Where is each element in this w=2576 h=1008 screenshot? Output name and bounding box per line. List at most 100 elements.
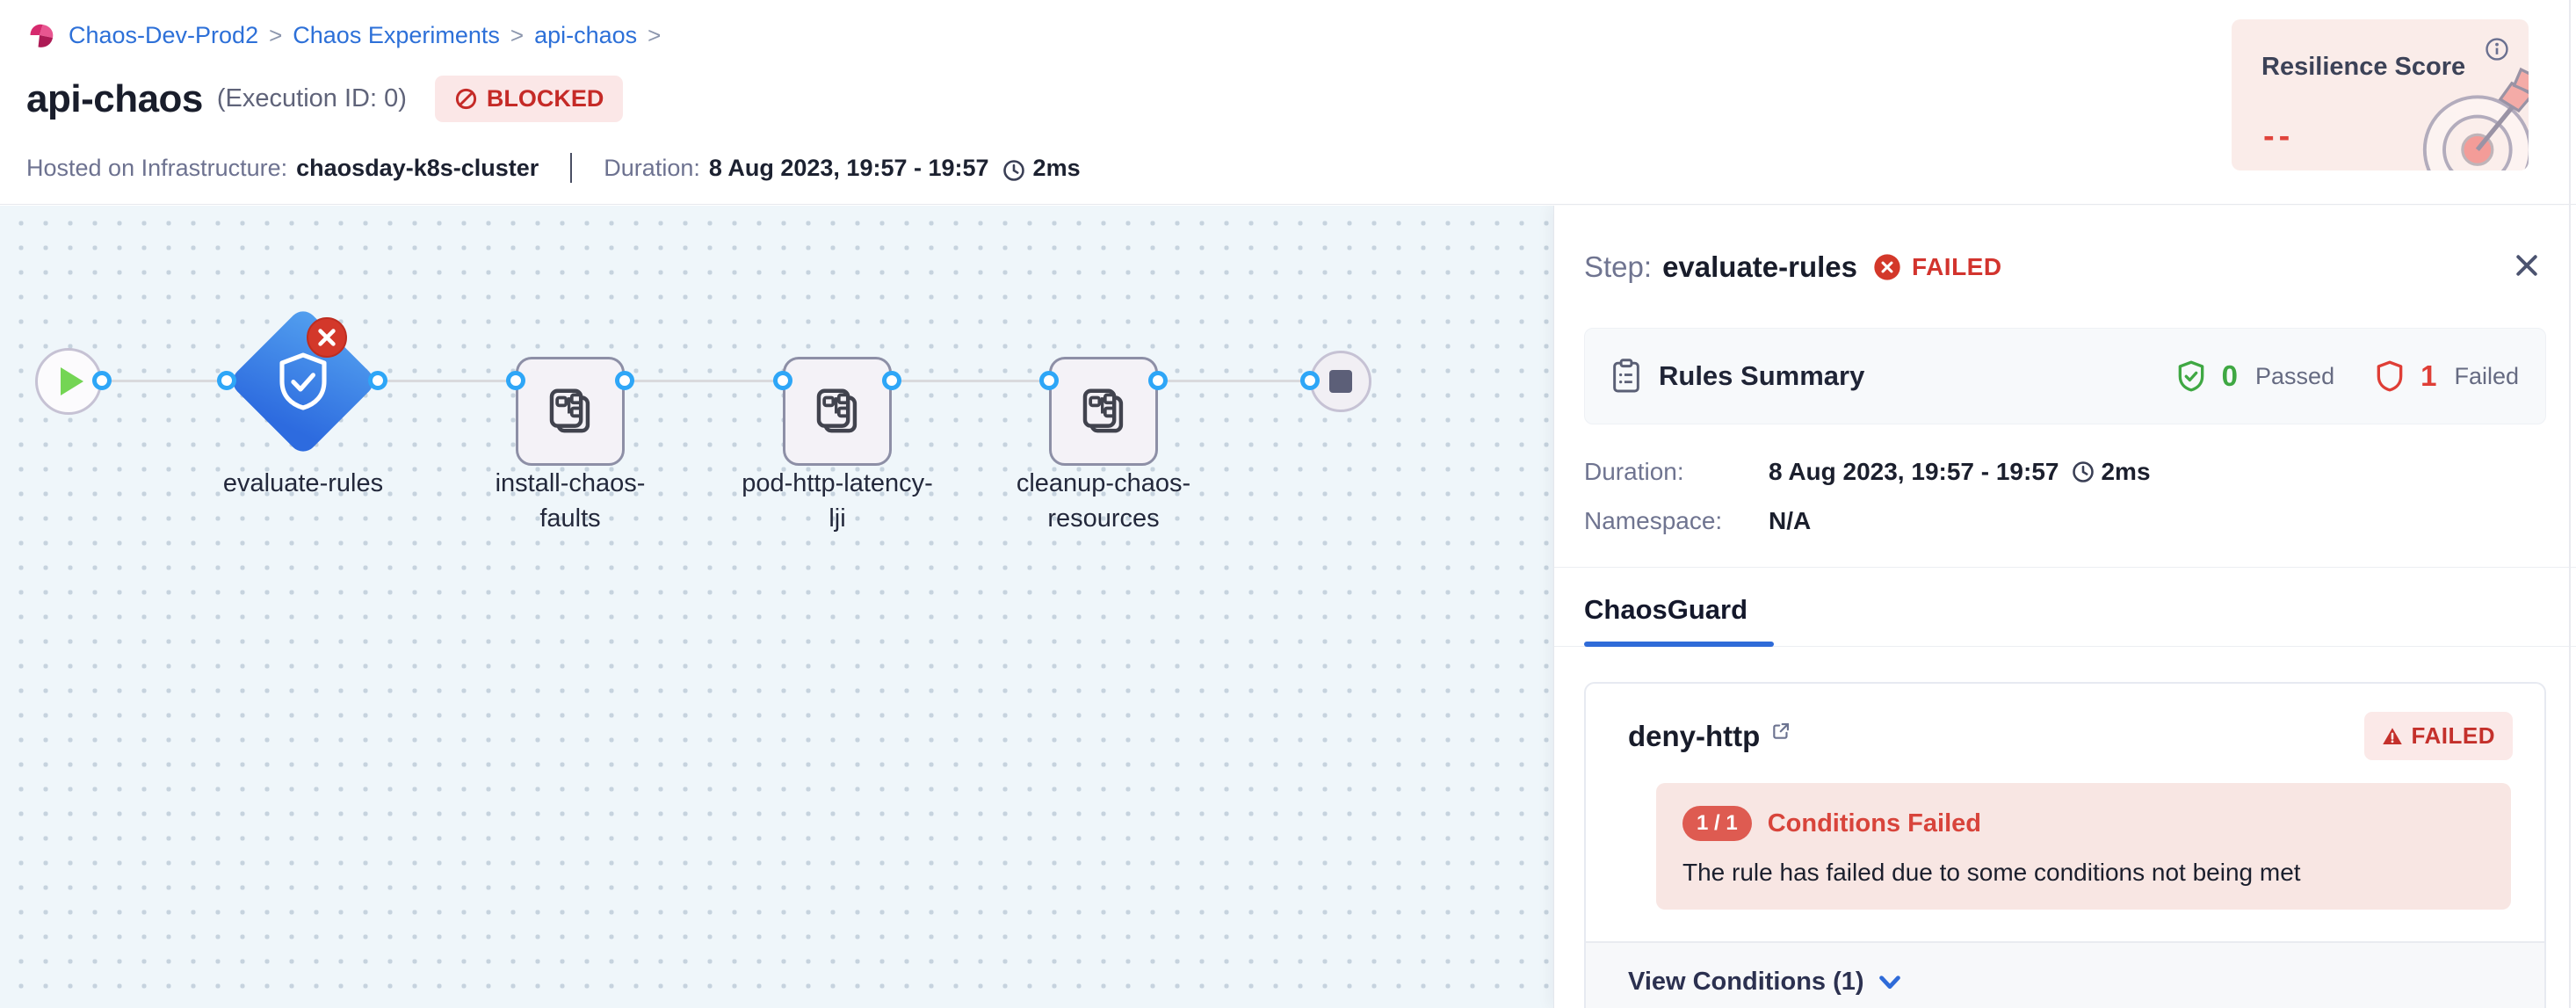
- connector-point: [506, 371, 525, 390]
- connector-point: [1300, 371, 1320, 390]
- rule-name: deny-http: [1628, 719, 1761, 752]
- namespace-value: N/A: [1769, 507, 1812, 534]
- connector-point: [217, 371, 236, 390]
- divider: [1554, 567, 2576, 568]
- failed-label: Failed: [2454, 362, 2519, 389]
- connector-point: [773, 371, 792, 390]
- divider: [570, 153, 573, 183]
- clock-icon: [2073, 461, 2095, 482]
- node-label-line: resources: [1047, 504, 1160, 533]
- connector-point: [615, 371, 634, 390]
- conditions-ratio-pill: 1 / 1: [1682, 806, 1752, 841]
- shield-check-icon: [279, 352, 327, 410]
- duration-label: Duration:: [604, 154, 700, 181]
- namespace-row: Namespace: N/A: [1584, 507, 2546, 535]
- connector-point: [92, 371, 112, 390]
- pipeline-canvas[interactable]: evaluate-rules install-chaos- faults pod…: [0, 206, 1553, 1008]
- clipboard-icon: [1613, 359, 1639, 393]
- breadcrumb-link-experiments[interactable]: Chaos Experiments: [293, 21, 500, 48]
- view-conditions-label: View Conditions (1): [1628, 968, 1864, 996]
- duration-row: Duration: 8 Aug 2023, 19:57 - 19:57 2ms: [1584, 458, 2546, 486]
- failed-badge-icon: [307, 317, 347, 358]
- node-label-line: lji: [829, 504, 846, 533]
- clock-icon: [1002, 160, 1024, 181]
- target-illustration: [2422, 67, 2529, 170]
- node-label-line: pod-http-latency-: [742, 469, 933, 497]
- failed-count: 1: [2420, 359, 2437, 392]
- infra-value: chaosday-k8s-cluster: [296, 154, 539, 181]
- rule-status-badge: FAILED: [2363, 712, 2513, 760]
- node-label-line: faults: [539, 504, 601, 533]
- breadcrumb-separator: >: [269, 21, 283, 48]
- scrollbar-track[interactable]: [2569, 0, 2571, 1008]
- chevron-down-icon: [1878, 975, 1900, 989]
- resilience-score-value: --: [2263, 118, 2295, 155]
- conditions-failed-title: Conditions Failed: [1767, 809, 1981, 838]
- duration-key: Duration:: [1584, 458, 1684, 485]
- connector-point: [1039, 371, 1059, 390]
- tab-chaosguard-label: ChaosGuard: [1584, 594, 1748, 625]
- step-template-icon: [816, 388, 857, 433]
- panel-tabs: ChaosGuard: [1554, 568, 2576, 647]
- node-label-line: install-chaos-: [495, 469, 646, 497]
- node-label-line: evaluate-rules: [222, 469, 384, 497]
- pipeline-connector-line: [102, 380, 1313, 382]
- page-header: Chaos-Dev-Prod2 > Chaos Experiments > ap…: [0, 0, 2576, 205]
- close-icon: [2516, 255, 2537, 276]
- page-title: api-chaos: [26, 76, 203, 120]
- node-evaluate-rules[interactable]: [227, 305, 380, 458]
- duration-value: 8 Aug 2023, 19:57 - 19:57: [1769, 458, 2059, 485]
- view-conditions-button[interactable]: View Conditions (1): [1586, 941, 2544, 1008]
- node-label-line: cleanup-chaos-: [1016, 469, 1191, 497]
- step-name: evaluate-rules: [1662, 250, 1858, 283]
- node-label-cleanup-chaos-resources: cleanup-chaos- resources: [972, 466, 1235, 536]
- shield-passed-icon: [2178, 360, 2204, 392]
- close-panel-button[interactable]: [2507, 246, 2546, 287]
- status-badge-blocked: BLOCKED: [434, 76, 624, 122]
- run-info-row: Hosted on Infrastructure: chaosday-k8s-c…: [26, 153, 1081, 183]
- conditions-failed-message: The rule has failed due to some conditio…: [1682, 859, 2301, 886]
- blocked-icon: [455, 88, 476, 110]
- tab-chaosguard[interactable]: ChaosGuard: [1584, 594, 1774, 647]
- execution-id: (Execution ID: 0): [216, 84, 407, 112]
- node-install-chaos-faults[interactable]: [516, 357, 625, 466]
- breadcrumb-link-experiment[interactable]: api-chaos: [534, 21, 638, 48]
- infra-label: Hosted on Infrastructure:: [26, 154, 288, 181]
- node-pod-http-latency[interactable]: [783, 357, 892, 466]
- node-label-pod-http-latency: pod-http-latency- lji: [706, 466, 969, 536]
- shield-failed-icon: [2377, 360, 2403, 392]
- info-icon[interactable]: [2483, 35, 2511, 63]
- breadcrumb: Chaos-Dev-Prod2 > Chaos Experiments > ap…: [26, 19, 661, 51]
- rule-card-deny-http: deny-http FAILED 1 / 1 Cond: [1584, 682, 2546, 1008]
- passed-label: Passed: [2255, 362, 2335, 389]
- active-tab-indicator: [1584, 642, 1774, 647]
- failed-circle-icon: [1874, 253, 1900, 280]
- play-icon: [61, 367, 83, 395]
- resilience-score-card: Resilience Score --: [2232, 19, 2529, 170]
- step-header: Step: evaluate-rules FAILED: [1584, 246, 2546, 287]
- conditions-failed-box: 1 / 1 Conditions Failed The rule has fai…: [1656, 783, 2511, 910]
- breadcrumb-link-project[interactable]: Chaos-Dev-Prod2: [69, 21, 259, 48]
- chaos-logo-icon: [30, 24, 54, 47]
- step-label: Step:: [1584, 250, 1653, 283]
- pipeline-start-node[interactable]: [35, 348, 102, 415]
- connector-point: [882, 371, 901, 390]
- external-link-icon[interactable]: [1770, 721, 1791, 742]
- node-label-install-chaos-faults: install-chaos- faults: [438, 466, 702, 536]
- warning-triangle-icon: [2382, 727, 2402, 744]
- step-template-icon: [1082, 388, 1124, 433]
- rules-summary-card: Rules Summary 0 Passed 1 Failed: [1584, 328, 2546, 424]
- rule-status-text: FAILED: [2411, 722, 2495, 749]
- node-cleanup-chaos-resources[interactable]: [1049, 357, 1158, 466]
- breadcrumb-separator: >: [510, 21, 525, 48]
- step-details-panel: Step: evaluate-rules FAILED: [1553, 206, 2576, 1008]
- stop-icon: [1329, 370, 1352, 393]
- namespace-key: Namespace:: [1584, 507, 1723, 534]
- node-label-evaluate-rules: evaluate-rules: [171, 466, 435, 501]
- step-status: FAILED: [1873, 253, 2002, 281]
- duration-value: 8 Aug 2023, 19:57 - 19:57: [708, 154, 989, 181]
- status-badge-label: BLOCKED: [486, 85, 604, 112]
- breadcrumb-separator: >: [648, 21, 662, 48]
- pipeline-end-node[interactable]: [1310, 351, 1371, 412]
- rules-summary-title: Rules Summary: [1659, 360, 1865, 391]
